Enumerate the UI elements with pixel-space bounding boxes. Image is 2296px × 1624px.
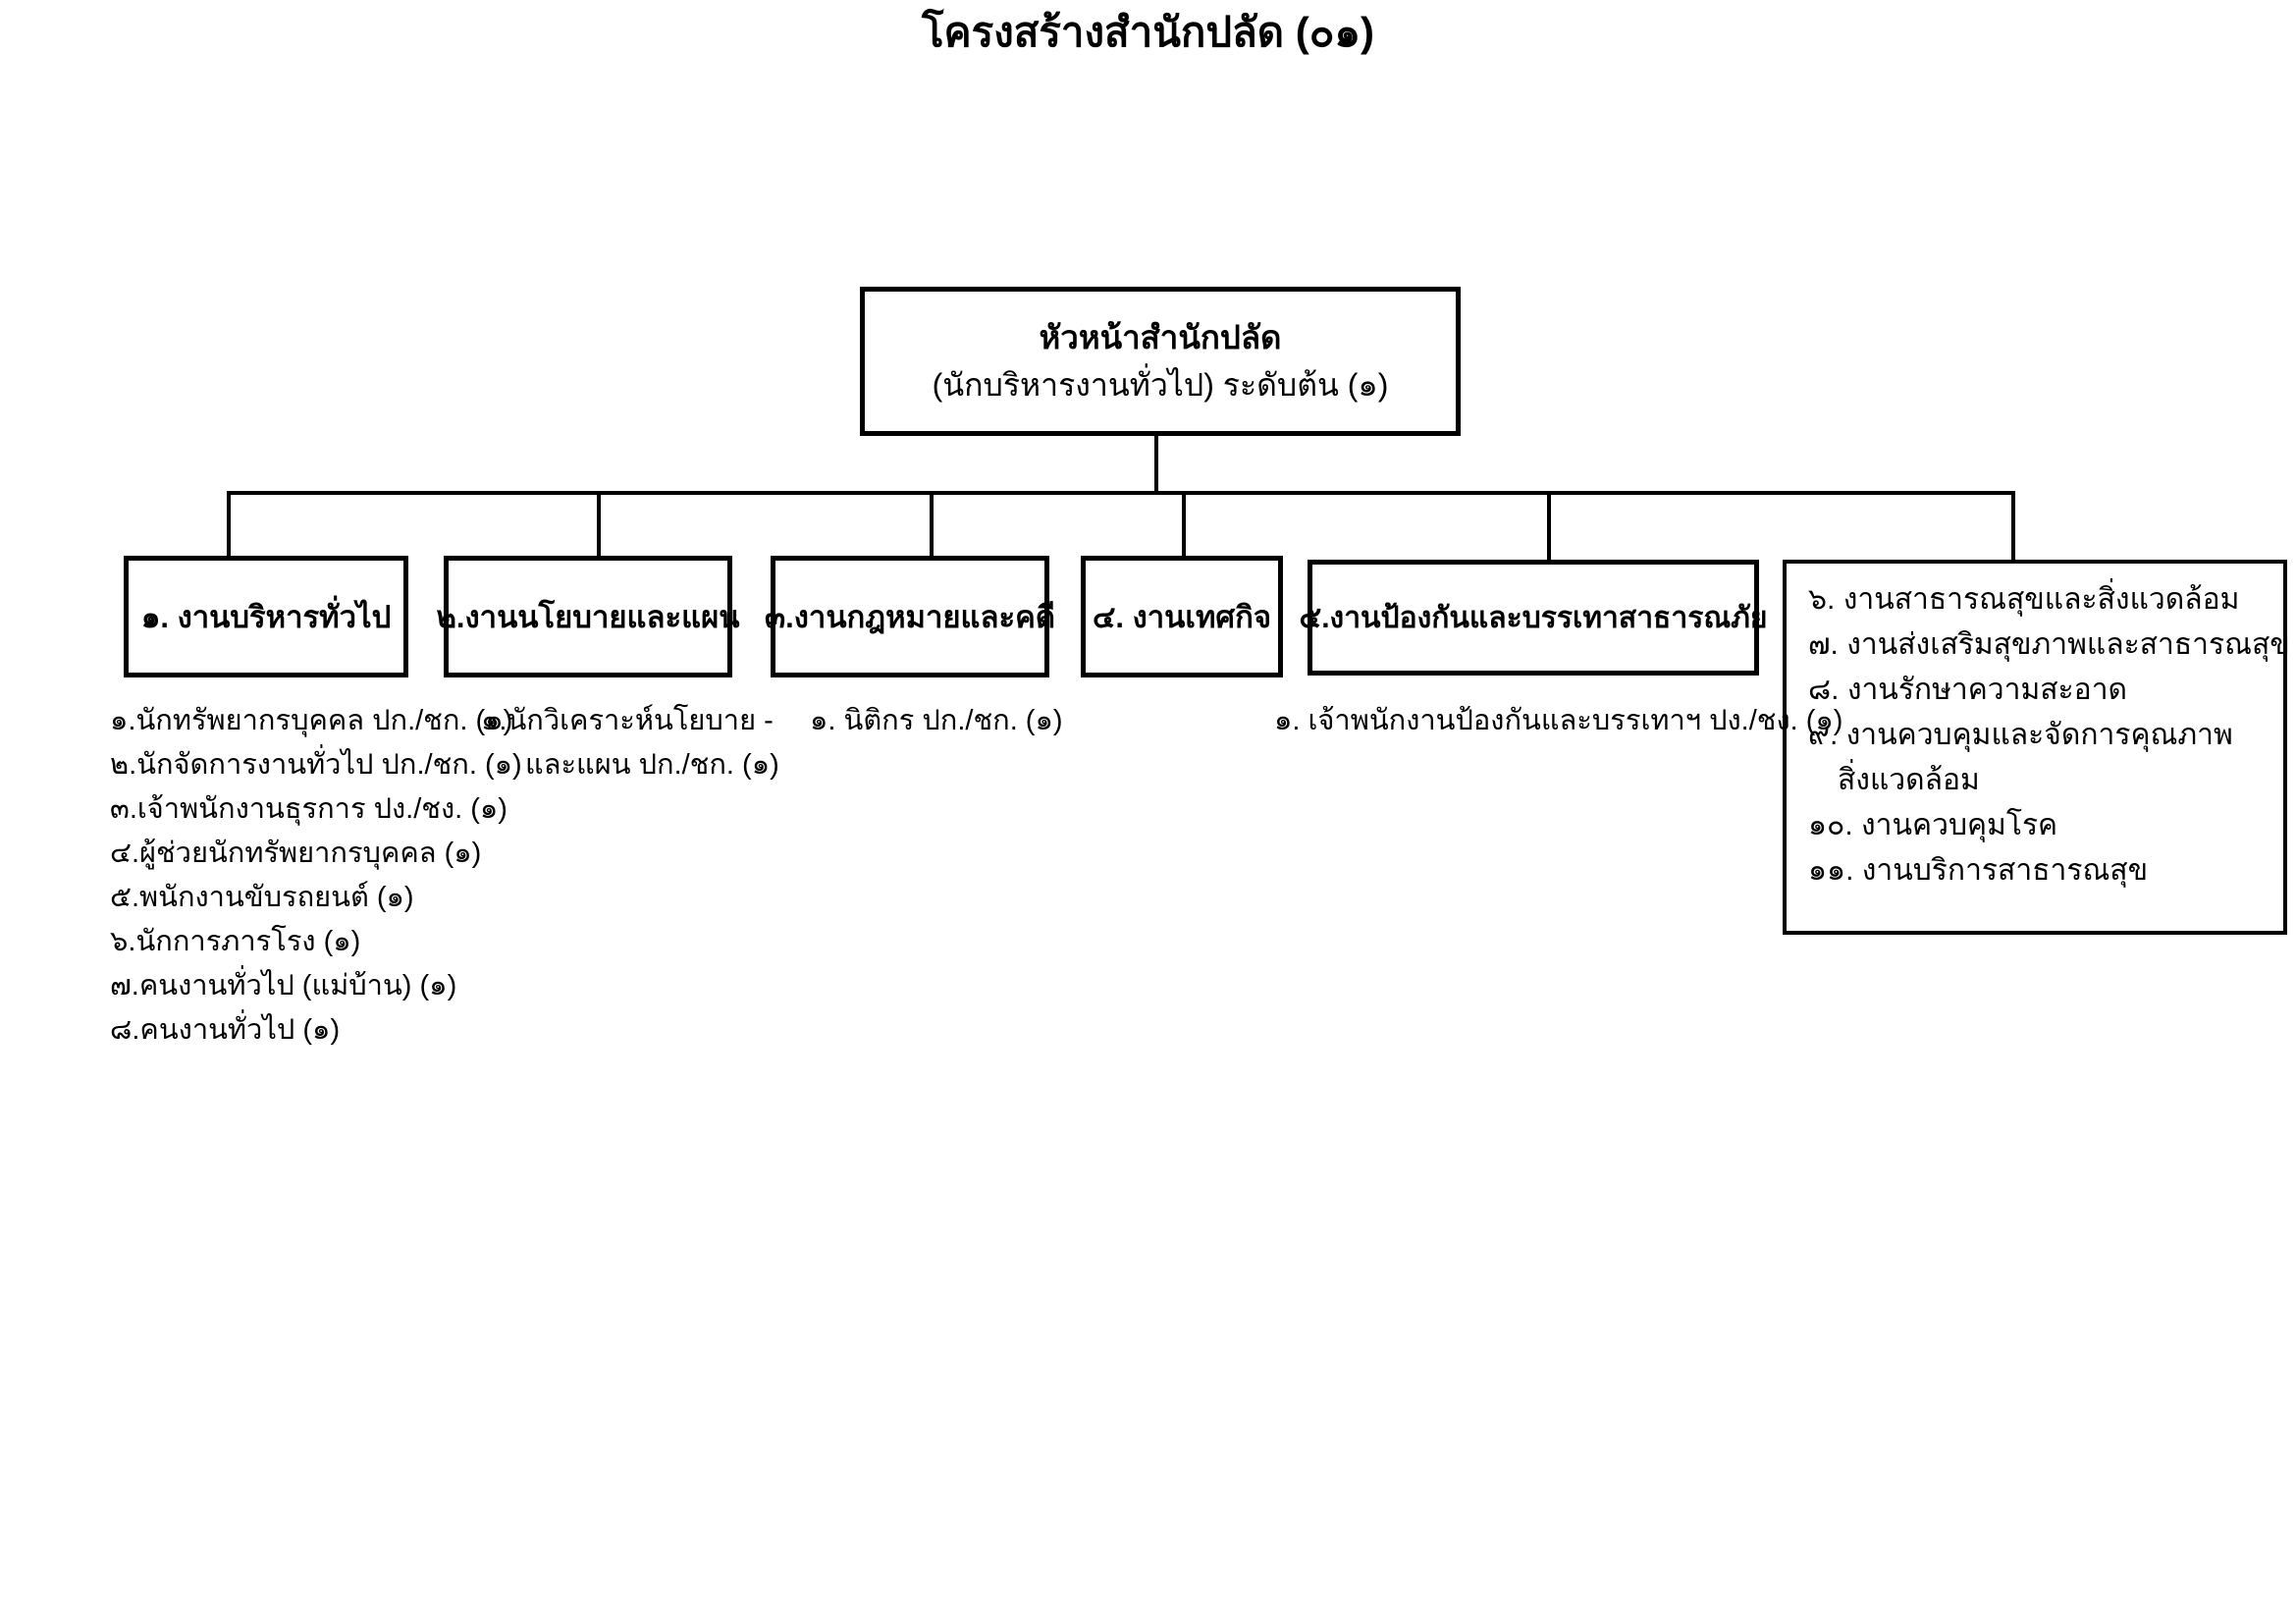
- connector-stub-1: [227, 493, 231, 560]
- staff-list-item: ๓.เจ้าพนักงานธุรการ ปง./ชง. (๑): [110, 793, 507, 825]
- staff-list-item-continuation: และแผน ปก./ชก. (๑): [525, 749, 779, 781]
- connector-bus: [227, 491, 2015, 495]
- staff-list-item: ๔.ผู้ช่วยนักทรัพยากรบุคคล (๑): [110, 838, 482, 869]
- connector-stub-3: [930, 493, 934, 560]
- staff-list-item: ๘.คนงานทั่วไป (๑): [110, 1014, 341, 1046]
- root-box-subtitle: (นักบริหารงานทั่วไป) ระดับต้น (๑): [932, 367, 1389, 403]
- dept-box-municipal-enforcement: ๔. งานเทศกิจ: [1081, 556, 1283, 677]
- connector-stub-2: [597, 493, 601, 560]
- root-box-title: หัวหน้าสำนักปลัด: [1039, 319, 1282, 355]
- connector-stub-5: [1547, 493, 1551, 560]
- staff-list-policy-plan: ๑.นักวิเคราะห์นโยบาย - และแผน ปก./ชก. (๑…: [481, 699, 779, 787]
- staff-list-legal: ๑. นิติกร ปก./ชก. (๑): [810, 699, 1063, 743]
- dept-box-label: ๒.งานนโยบายและแผน: [436, 600, 740, 634]
- work-list-item: ๗. งานส่งเสริมสุขภาพและสาธารณสุข: [1808, 628, 2290, 661]
- staff-list-item: ๒.นักจัดการงานทั่วไป ปก./ชก. (๑): [110, 749, 522, 781]
- dept-box-label: ๔. งานเทศกิจ: [1092, 600, 1272, 634]
- work-list-item: ๑๑. งานบริการสาธารณสุข: [1808, 854, 2149, 887]
- dept-box-label: ๑. งานบริหารทั่วไป: [140, 600, 392, 634]
- dept-box-general-admin: ๑. งานบริหารทั่วไป: [124, 556, 408, 677]
- work-list-item: ๑๐. งานควบคุมโรค: [1808, 809, 2058, 841]
- dept-box-disaster-prevention: ๕.งานป้องกันและบรรเทาสาธารณภัย: [1300, 560, 1768, 676]
- staff-list-item: ๕.พนักงานขับรถยนต์ (๑): [110, 882, 414, 913]
- staff-list-disaster-prevention: ๑. เจ้าพนักงานป้องกันและบรรเทาฯ ปง./ชง. …: [1274, 699, 1842, 743]
- work-list-item: ๖. งานสาธารณสุขและสิ่งแวดล้อม: [1808, 583, 2240, 616]
- staff-list-item: ๗.คนงานทั่วไป (แม่บ้าน) (๑): [110, 970, 457, 1001]
- staff-list-item: ๖.นักการภารโรง (๑): [110, 926, 361, 957]
- staff-list-item: ๑.นักทรัพยากรบุคคล ปก./ชก. (๑): [110, 705, 513, 736]
- staff-list-general-admin: ๑.นักทรัพยากรบุคคล ปก./ชก. (๑) ๒.นักจัดก…: [110, 699, 522, 1053]
- dept-box-label: ๓.งานกฎหมายและคดี: [764, 600, 1056, 634]
- dept-box-policy-plan: ๒.งานนโยบายและแผน: [437, 556, 740, 677]
- root-box: หัวหน้าสำนักปลัด (นักบริหารงานทั่วไป) ระ…: [860, 287, 1461, 436]
- staff-list-item: ๑.นักวิเคราะห์นโยบาย -: [481, 705, 774, 736]
- dept-box-label: ๕.งานป้องกันและบรรเทาสาธารณภัย: [1299, 601, 1768, 634]
- connector-stub-6: [2011, 493, 2015, 560]
- connector-trunk: [1154, 436, 1158, 493]
- page-title: โครงสร้างสำนักปลัด (๐๑): [922, 9, 1374, 55]
- dept-box-public-health-list: ๖. งานสาธารณสุขและสิ่งแวดล้อม ๗. งานส่งเ…: [1783, 560, 2290, 935]
- work-list-item: ๘. งานรักษาความสะอาด: [1808, 674, 2128, 706]
- work-list-item-continuation: สิ่งแวดล้อม: [1838, 764, 1980, 796]
- connector-stub-4: [1182, 493, 1186, 560]
- work-list-item: ๙. งานควบคุมและจัดการคุณภาพ: [1808, 719, 2233, 751]
- staff-list-item: ๑. เจ้าพนักงานป้องกันและบรรเทาฯ ปง./ชง. …: [1274, 705, 1843, 736]
- staff-list-item: ๑. นิติกร ปก./ชก. (๑): [810, 705, 1063, 736]
- dept-box-legal: ๓.งานกฎหมายและคดี: [765, 556, 1055, 677]
